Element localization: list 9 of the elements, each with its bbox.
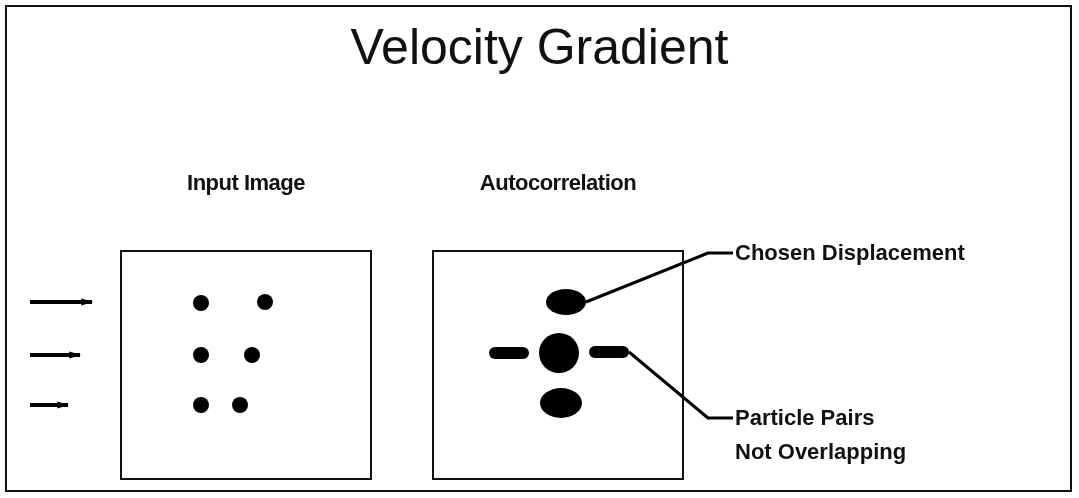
leader-line	[628, 350, 733, 420]
panel-heading: Input Image	[186, 170, 306, 196]
correlation-peak	[546, 289, 586, 315]
diagram-title: Velocity Gradient	[349, 18, 730, 76]
callout-text: Particle Pairs Not Overlapping	[735, 401, 910, 469]
correlation-peak	[589, 346, 629, 358]
panel-heading: Autocorrelation	[478, 170, 638, 196]
callout-text: Chosen Displacement	[735, 236, 995, 270]
leader-line	[585, 251, 733, 304]
